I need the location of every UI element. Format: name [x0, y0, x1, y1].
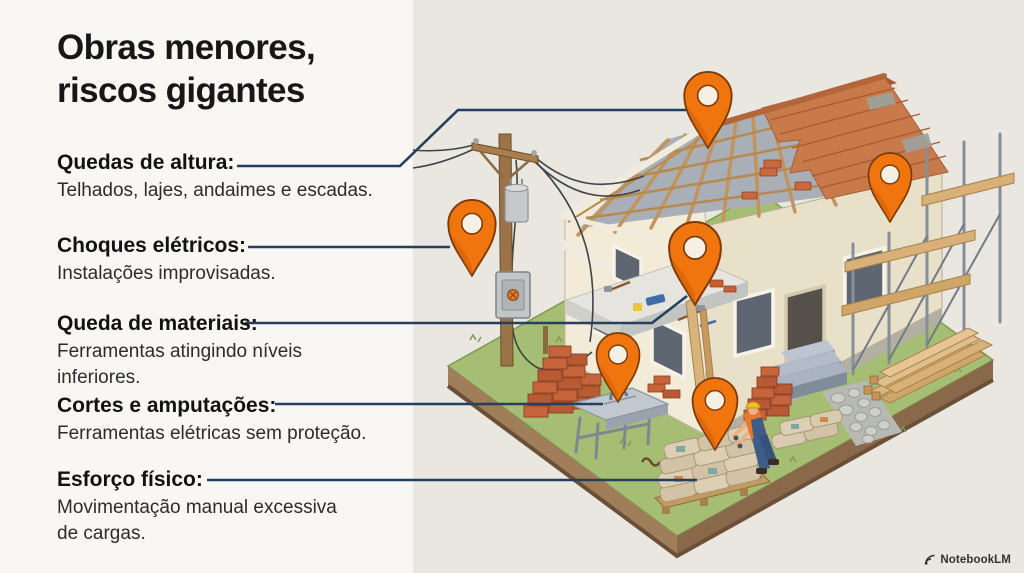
- hard-hat-icon: [745, 401, 761, 409]
- connector-lines: [207, 108, 697, 482]
- hazard-label: Cortes e amputações:: [57, 394, 277, 417]
- hazard-item-physical-strain: Esforço físico: Movimentação manual exce…: [57, 467, 357, 547]
- hazard-label: Esforço físico:: [57, 468, 203, 491]
- stone-path: [822, 380, 902, 446]
- title-line-2: riscos gigantes: [57, 71, 305, 110]
- scaffolding: [841, 132, 1015, 376]
- connector-line: [237, 108, 686, 168]
- hazard-description: Ferramentas elétricas sem proteção.: [57, 423, 367, 444]
- watermark: NotebookLM: [924, 554, 1011, 566]
- hazard-label: Quedas de altura:: [57, 151, 235, 174]
- tape-measure-icon: [633, 303, 642, 311]
- worker: [732, 401, 779, 474]
- ridge-cap: [695, 73, 887, 133]
- brick: [723, 285, 737, 293]
- hazard-item-falls: Quedas de altura: Telhados, lajes, andai…: [57, 150, 387, 204]
- hazard-description: Instalações improvisadas.: [57, 263, 276, 284]
- title-line-1: Obras menores,: [57, 28, 316, 67]
- hazard-label: Choques elétricos:: [57, 234, 247, 257]
- location-pin-icon: [447, 199, 497, 277]
- hazard-description: Telhados, lajes, andaimes e escadas.: [57, 180, 373, 201]
- transformer: [504, 178, 529, 223]
- hammer-icon: [604, 280, 631, 292]
- hazard-label: Queda de materiais:: [57, 312, 258, 335]
- small-bricks: [647, 375, 681, 399]
- tile-bundles: [741, 159, 812, 200]
- electrical-panel: [495, 271, 531, 319]
- watermark-label: NotebookLM: [940, 554, 1011, 566]
- wooden-stake: [543, 326, 548, 354]
- table-saw: [568, 387, 670, 460]
- drill-icon: [645, 294, 666, 306]
- page-title: Obras menores, riscos gigantes: [57, 26, 417, 112]
- notebooklm-logo-icon: [925, 554, 935, 565]
- lumber-pile: [863, 327, 994, 404]
- house: [559, 73, 949, 449]
- hazard-item-electric-shock: Choques elétricos: Instalações improvisa…: [57, 233, 387, 287]
- brick: [709, 279, 724, 288]
- hazard-description: Movimentação manual excessiva de cargas.: [57, 497, 337, 544]
- front-window: [733, 287, 775, 359]
- roof: [559, 73, 949, 240]
- cement-bags-small: [771, 409, 843, 449]
- hazard-item-falling-materials: Queda de materiais: Ferramentas atingind…: [57, 311, 387, 391]
- barge-board: [559, 124, 708, 220]
- rope-coil: [640, 457, 662, 467]
- hazard-description: Ferramentas atingindo níveis inferiores.: [57, 341, 303, 388]
- hazard-item-cuts-amputations: Cortes e amputações: Ferramentas elétric…: [57, 393, 387, 447]
- connector-line: [245, 294, 688, 325]
- scaffold-planks: [841, 172, 1015, 317]
- brick-pile-small: [743, 366, 793, 421]
- power-pole: [412, 133, 645, 371]
- cement-bags: [657, 423, 761, 503]
